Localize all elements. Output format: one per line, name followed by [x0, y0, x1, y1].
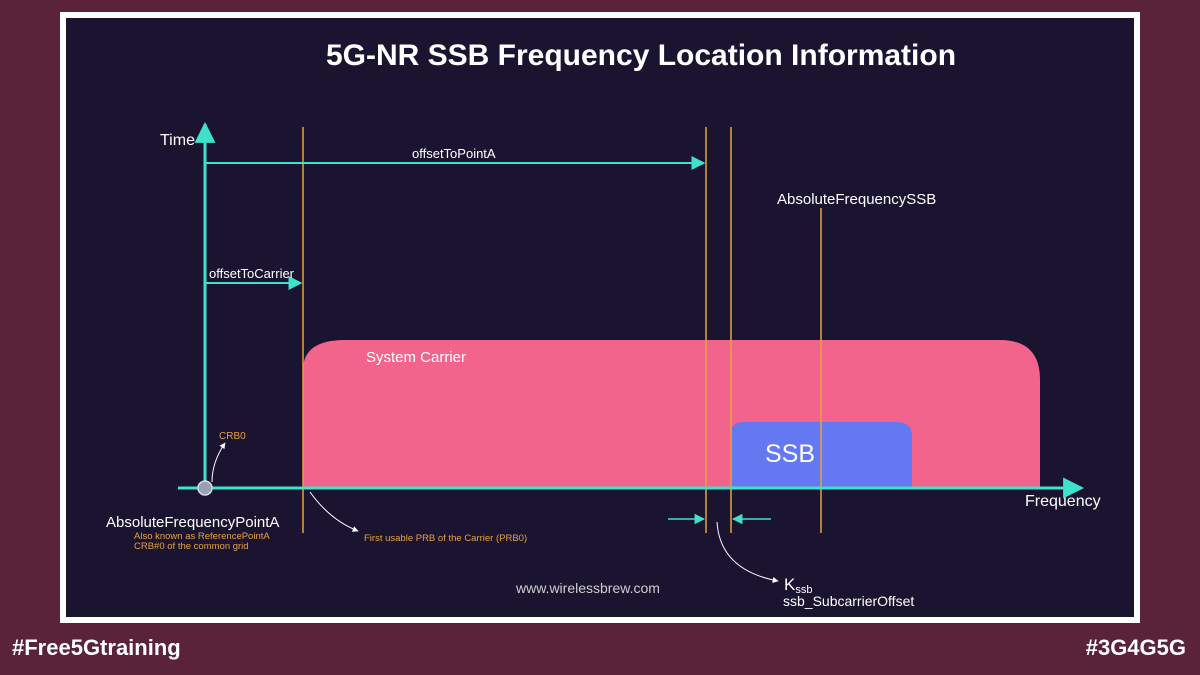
diagram-title: 5G-NR SSB Frequency Location Information	[326, 39, 956, 72]
point-a-note-2: CRB#0 of the common grid	[134, 541, 249, 552]
ssb-subcarrier-offset-label: ssb_SubcarrierOffset	[783, 593, 914, 609]
point-a-note-1: Also known as ReferencePointA	[134, 531, 270, 542]
frequency-axis-label: Frequency	[1025, 493, 1101, 510]
first-usable-prb-label: First usable PRB of the Carrier (PRB0)	[364, 533, 527, 544]
website-label: www.wirelessbrew.com	[515, 580, 660, 596]
point-a-marker	[197, 480, 213, 496]
crb0-pointer	[211, 442, 226, 483]
kssb-pointer	[716, 521, 779, 583]
ssb-label: SSB	[765, 440, 815, 468]
offset-to-point-a-label: offsetToPointA	[412, 146, 496, 161]
first-prb-pointer	[309, 491, 359, 532]
kssb-label: Kssb	[784, 575, 812, 596]
crb0-label: CRB0	[219, 431, 246, 442]
footer-hashtag-left: #Free5Gtraining	[12, 635, 181, 660]
absolute-frequency-ssb-label: AbsoluteFrequencySSB	[777, 191, 936, 208]
time-axis-label: Time	[160, 132, 195, 149]
offset-to-carrier-label: offsetToCarrier	[209, 266, 295, 281]
kssb-main: K	[784, 575, 796, 594]
system-carrier-label: System Carrier	[366, 349, 466, 366]
diagram-panel	[66, 18, 1134, 617]
kssb-subscript: ssb	[795, 584, 812, 596]
footer-hashtag-right: #3G4G5G	[1085, 635, 1186, 660]
absolute-frequency-point-a-label: AbsoluteFrequencyPointA	[106, 514, 279, 531]
